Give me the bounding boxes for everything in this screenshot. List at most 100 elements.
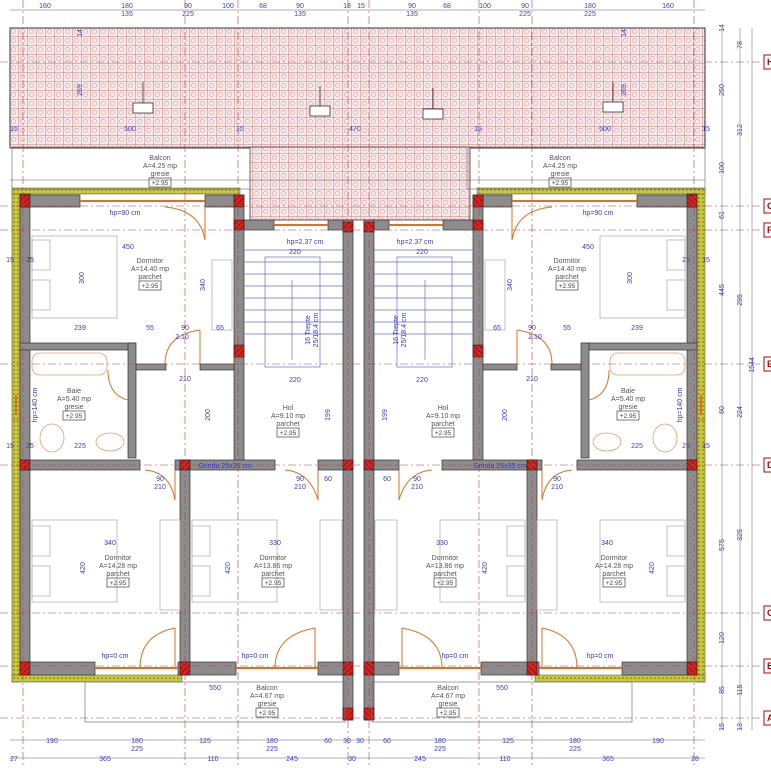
- room-floor-finish: parchet: [555, 274, 578, 281]
- room-area: A=14.40 mp: [131, 266, 169, 273]
- room-area: A=9.10 mp: [271, 413, 305, 420]
- total-dimension-label: 1544: [749, 357, 756, 373]
- dimension-lines: [10, 9, 753, 759]
- room-name: Dormitor: [260, 555, 288, 562]
- dimension-label: 100: [719, 162, 726, 174]
- dimension-label: 65: [216, 325, 224, 332]
- dimension-label: 210: [179, 376, 191, 383]
- room-floor-finish: gresie: [550, 171, 569, 178]
- dimension-label: 225: [631, 443, 643, 450]
- right-unit-walls: [363, 146, 706, 723]
- dimension-label: 330: [269, 540, 281, 547]
- axis-marker: [763, 457, 771, 473]
- level-box: [433, 577, 457, 588]
- dimension-label: 135: [294, 11, 306, 18]
- dimension-label: 225: [519, 11, 531, 18]
- room-name: Dormitor: [554, 258, 582, 265]
- dimension-label: 199: [325, 409, 332, 421]
- room-level: +2.95: [110, 580, 127, 587]
- dimension-label: 180: [569, 738, 581, 745]
- dimension-label: 15: [6, 443, 14, 450]
- dimension-label: 90: [521, 3, 529, 10]
- axis-marker: [763, 222, 771, 238]
- dimension-label: 225: [74, 443, 86, 450]
- room-area: A=4.67 mp: [431, 693, 465, 700]
- dimension-label: 220: [416, 377, 428, 384]
- axis-marker: [763, 605, 771, 621]
- roof-tiles-center: [249, 146, 471, 221]
- dimension-label: 340: [601, 540, 613, 547]
- plan-note: 25/18.4 cm: [313, 313, 320, 348]
- dimension-label: 15: [719, 723, 726, 731]
- plan-note: 16 Trepte: [305, 315, 312, 345]
- dimension-label: 55: [563, 325, 571, 332]
- dimension-label: 269: [77, 84, 84, 96]
- plan-note: 16 Trepte: [393, 315, 400, 345]
- dimension-label: 225: [266, 746, 278, 753]
- room-name: Dormitor: [432, 555, 460, 562]
- dimension-label: 15: [702, 443, 710, 450]
- room-level: +2.95: [259, 710, 276, 717]
- level-box: [548, 177, 572, 188]
- dimension-label: 225: [182, 11, 194, 18]
- dimension-label: 25: [682, 257, 690, 264]
- plan-note: hp=140 cm: [677, 387, 684, 422]
- dimension-label: 420: [482, 562, 489, 574]
- dimension-label: 180: [121, 3, 133, 10]
- room-floor-finish: parchet: [138, 274, 161, 281]
- dimension-label: 190: [46, 738, 58, 745]
- level-box: [436, 707, 460, 718]
- room-area: A=4.25 mp: [543, 163, 577, 170]
- dimension-label: 365: [602, 756, 614, 763]
- dimension-label: 445: [719, 284, 726, 296]
- room-name: Hol: [283, 405, 294, 412]
- room-level: +2.95: [265, 580, 282, 587]
- room-level: +2.95: [606, 580, 623, 587]
- dimension-label: 500: [599, 126, 611, 133]
- dimension-label: 135: [406, 11, 418, 18]
- dimension-label: 125: [199, 738, 211, 745]
- dimension-label: 115: [737, 684, 744, 695]
- axis-marker: [763, 356, 771, 372]
- dimension-label: 68: [443, 3, 451, 10]
- dimension-label: 250: [719, 84, 726, 96]
- plan-note: hp=2.37 cm: [397, 239, 434, 246]
- dimension-label: 420: [80, 562, 87, 574]
- dimension-label: 15: [474, 126, 482, 133]
- dimension-label: 25: [26, 443, 34, 450]
- dimension-label: 220: [289, 377, 301, 384]
- dimension-label: 325: [737, 529, 744, 541]
- room-floor-finish: gresie: [64, 404, 83, 411]
- plan-note: hp=2.37 cm: [287, 239, 324, 246]
- roof-tiles: [9, 27, 706, 149]
- room-floor-finish: parchet: [276, 421, 299, 428]
- dimension-label: 210: [411, 484, 423, 491]
- dimension-label: 60: [383, 476, 391, 483]
- dimension-label: 60: [324, 476, 332, 483]
- dimension-label: 90: [296, 476, 304, 483]
- dimension-label: 90: [296, 3, 304, 10]
- level-box: [148, 177, 172, 188]
- plan-note: hp=0 cm: [241, 653, 268, 660]
- room-area: A=13.86 mp: [426, 563, 464, 570]
- plan-note: hp=90 cm: [583, 210, 614, 217]
- room-name: Dormitor: [137, 258, 165, 265]
- room-floor-finish: gresie: [618, 404, 637, 411]
- axis-label: F: [767, 225, 771, 235]
- axis-label: H: [767, 57, 771, 67]
- dimension-label: 90: [184, 3, 192, 10]
- dimension-label: 120: [719, 632, 726, 644]
- dimension-label: 85: [719, 686, 726, 694]
- axis-marker: [763, 198, 771, 214]
- dimension-label: 225: [569, 746, 581, 753]
- dimension-label: 18: [343, 3, 351, 10]
- dimension-label: 14: [77, 29, 84, 37]
- plan-note: hp=90 cm: [110, 210, 141, 217]
- room-area: A=14.40 mp: [548, 266, 586, 273]
- dimension-label: 225: [131, 746, 143, 753]
- room-area: A=13.86 mp: [254, 563, 292, 570]
- dimension-label: 30: [348, 756, 356, 763]
- dimension-label: 2.10: [175, 334, 189, 341]
- level-box: [255, 707, 279, 718]
